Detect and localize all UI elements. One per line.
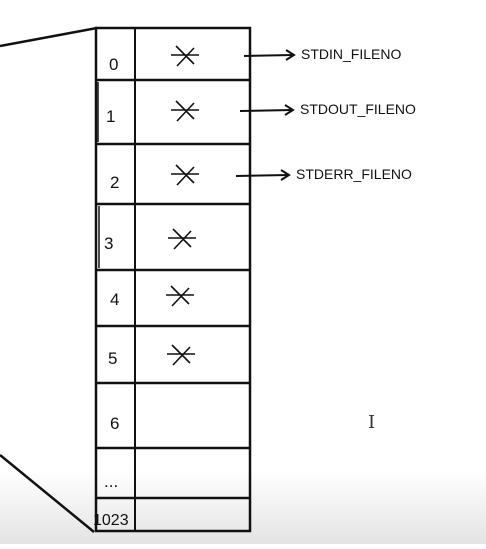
x-mark-icon <box>171 100 199 122</box>
fd-index-5: 5 <box>108 349 117 368</box>
zoom-line-bottom <box>0 454 95 533</box>
x-mark-icon <box>171 164 199 186</box>
fd-table-grid <box>94 26 252 533</box>
fd-index-ellipsis: ... <box>104 472 118 491</box>
label-stdin: STDIN_FILENO <box>301 46 401 62</box>
label-stdout: STDOUT_FILENO <box>300 101 416 117</box>
text-cursor-icon: I <box>368 412 376 433</box>
label-stderr: STDERR_FILENO <box>296 166 412 182</box>
x-mark-icon <box>171 45 199 67</box>
x-mark-icon <box>167 344 195 366</box>
x-mark-icon <box>166 285 194 307</box>
fd-index-6: 6 <box>110 414 119 433</box>
zoom-line-top <box>0 26 98 48</box>
fd-index-4: 4 <box>110 290 119 309</box>
fd-index-0: 0 <box>109 55 118 74</box>
arrow-stdin <box>243 49 296 61</box>
table-outline <box>94 26 252 533</box>
fd-index-1: 1 <box>106 107 115 126</box>
fd-index-1023: 1023 <box>93 512 129 529</box>
arrow-stdout <box>239 104 295 116</box>
fd-index-3: 3 <box>104 234 113 253</box>
arrow-stderr <box>235 169 291 181</box>
fd-index-2: 2 <box>110 173 119 192</box>
bottom-shading <box>0 470 486 544</box>
x-mark-icon <box>168 228 196 250</box>
